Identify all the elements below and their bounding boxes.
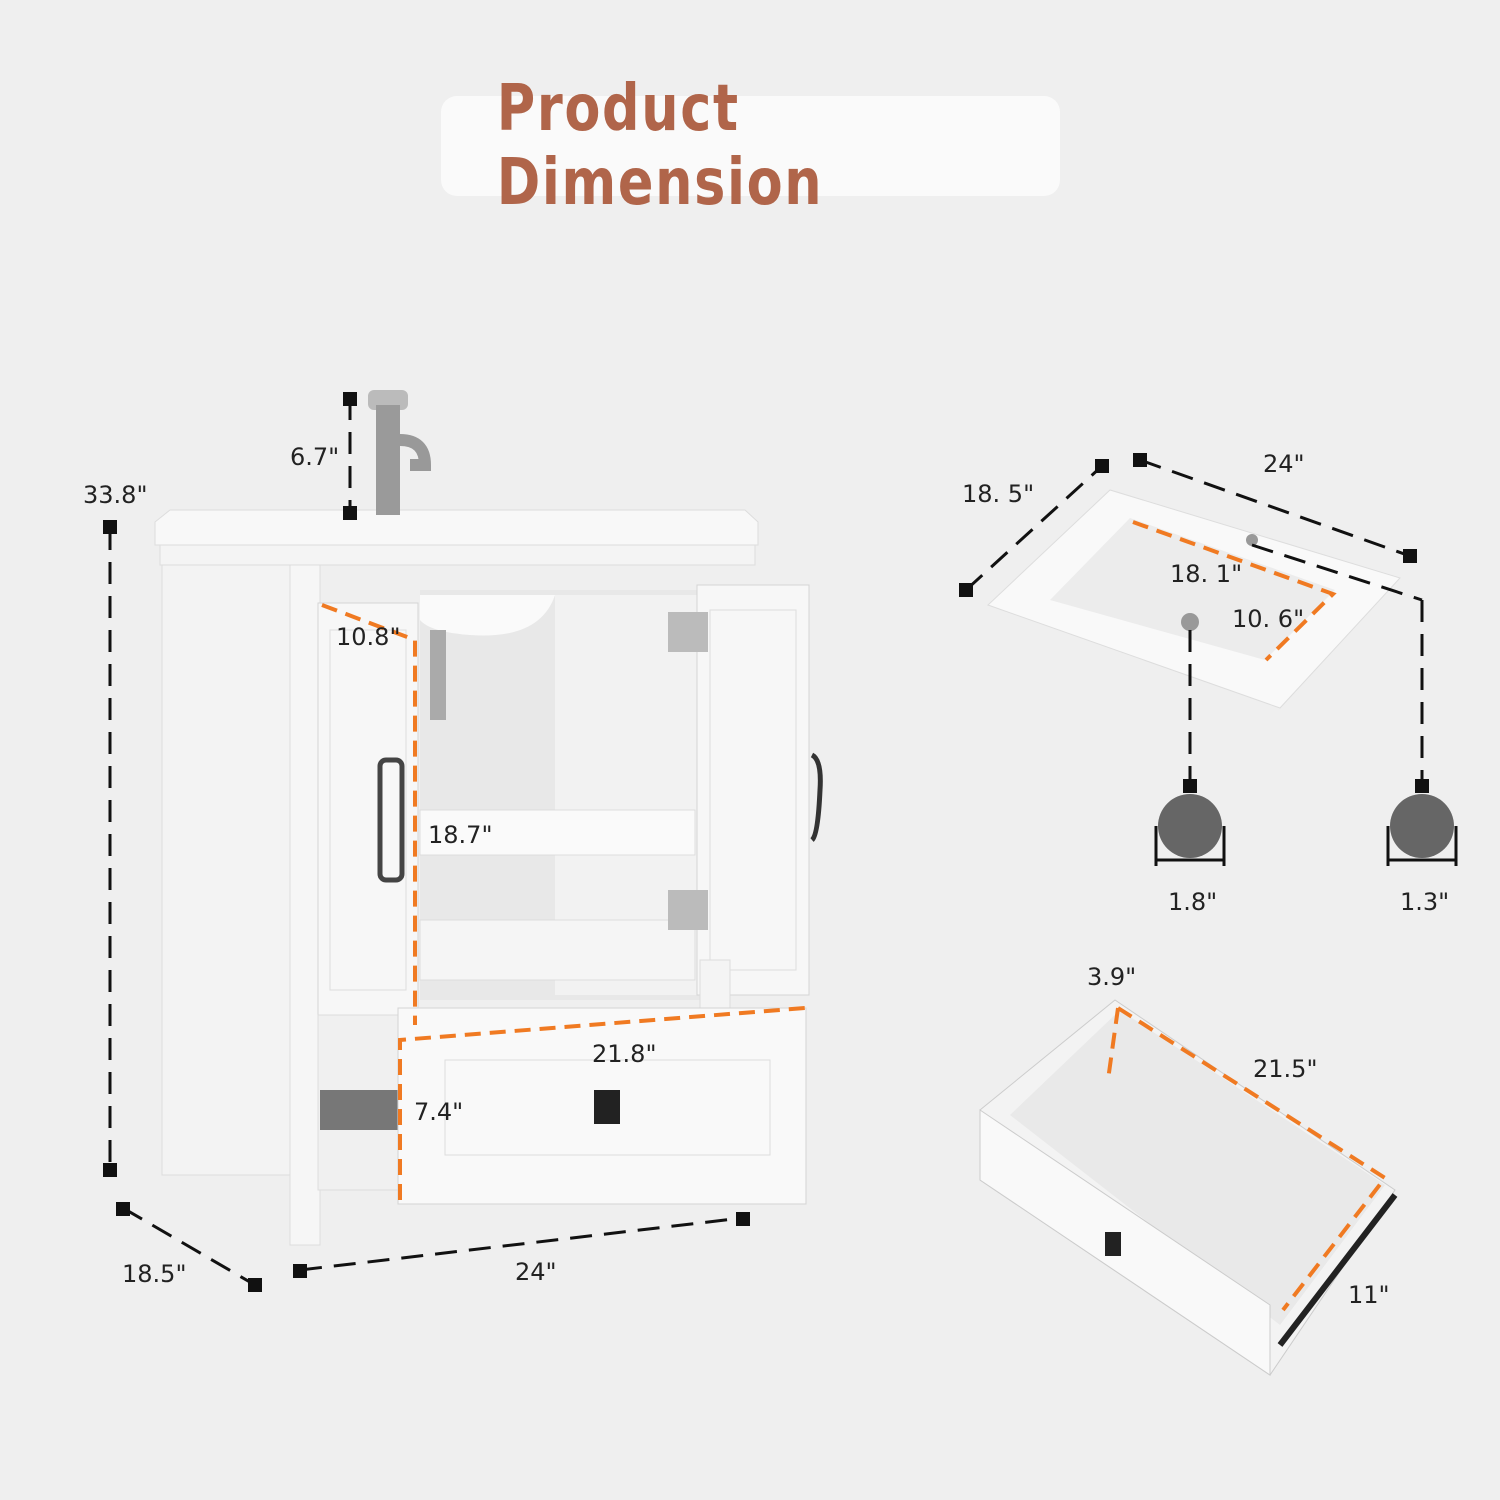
title-banner: Product Dimension	[441, 72, 1060, 220]
faucet-hole-label: 1.3"	[1400, 888, 1449, 916]
vanity-depth-label: 18.5"	[122, 1260, 186, 1288]
sink-width-line	[1139, 458, 1411, 558]
sink-width-label: 24"	[1263, 450, 1305, 478]
drawer-marker	[398, 1006, 806, 1200]
drawer-illustration	[979, 999, 1398, 1376]
depth-line	[122, 1206, 256, 1287]
vanity-height-label: 33.8"	[83, 481, 147, 509]
drain-hole-label: 1.8"	[1168, 888, 1217, 916]
sink-depth-label: 18. 5"	[962, 480, 1034, 508]
drawer-width-label: 21.8"	[592, 1040, 656, 1068]
drawer-width-label-2: 11"	[1348, 1281, 1390, 1309]
drawer-length-label: 21.5"	[1253, 1055, 1317, 1083]
drawer-height-label: 7.4"	[414, 1098, 463, 1126]
faucet-hole-icon	[1390, 794, 1454, 858]
basin-width-label: 10. 6"	[1232, 605, 1304, 633]
width-line	[299, 1216, 743, 1272]
door-width-marker	[321, 603, 417, 1025]
sink-illustration	[987, 489, 1401, 709]
door-width-label: 10.8"	[336, 623, 400, 651]
page-title: Product Dimension	[496, 72, 824, 220]
vanity-illustration	[154, 390, 823, 1246]
vanity-width-label: 24"	[515, 1258, 557, 1286]
basin-length-label: 18. 1"	[1170, 560, 1242, 588]
drawer-box-marker	[1106, 1006, 1388, 1312]
drawer-height-label: 3.9"	[1087, 963, 1136, 991]
shelf-depth-label: 18.7"	[428, 821, 492, 849]
sink-depth-line	[964, 464, 1104, 592]
basin-marker	[1132, 520, 1337, 662]
drain-hole-icon	[1158, 794, 1222, 858]
faucet-height-label: 6.7"	[290, 443, 339, 471]
